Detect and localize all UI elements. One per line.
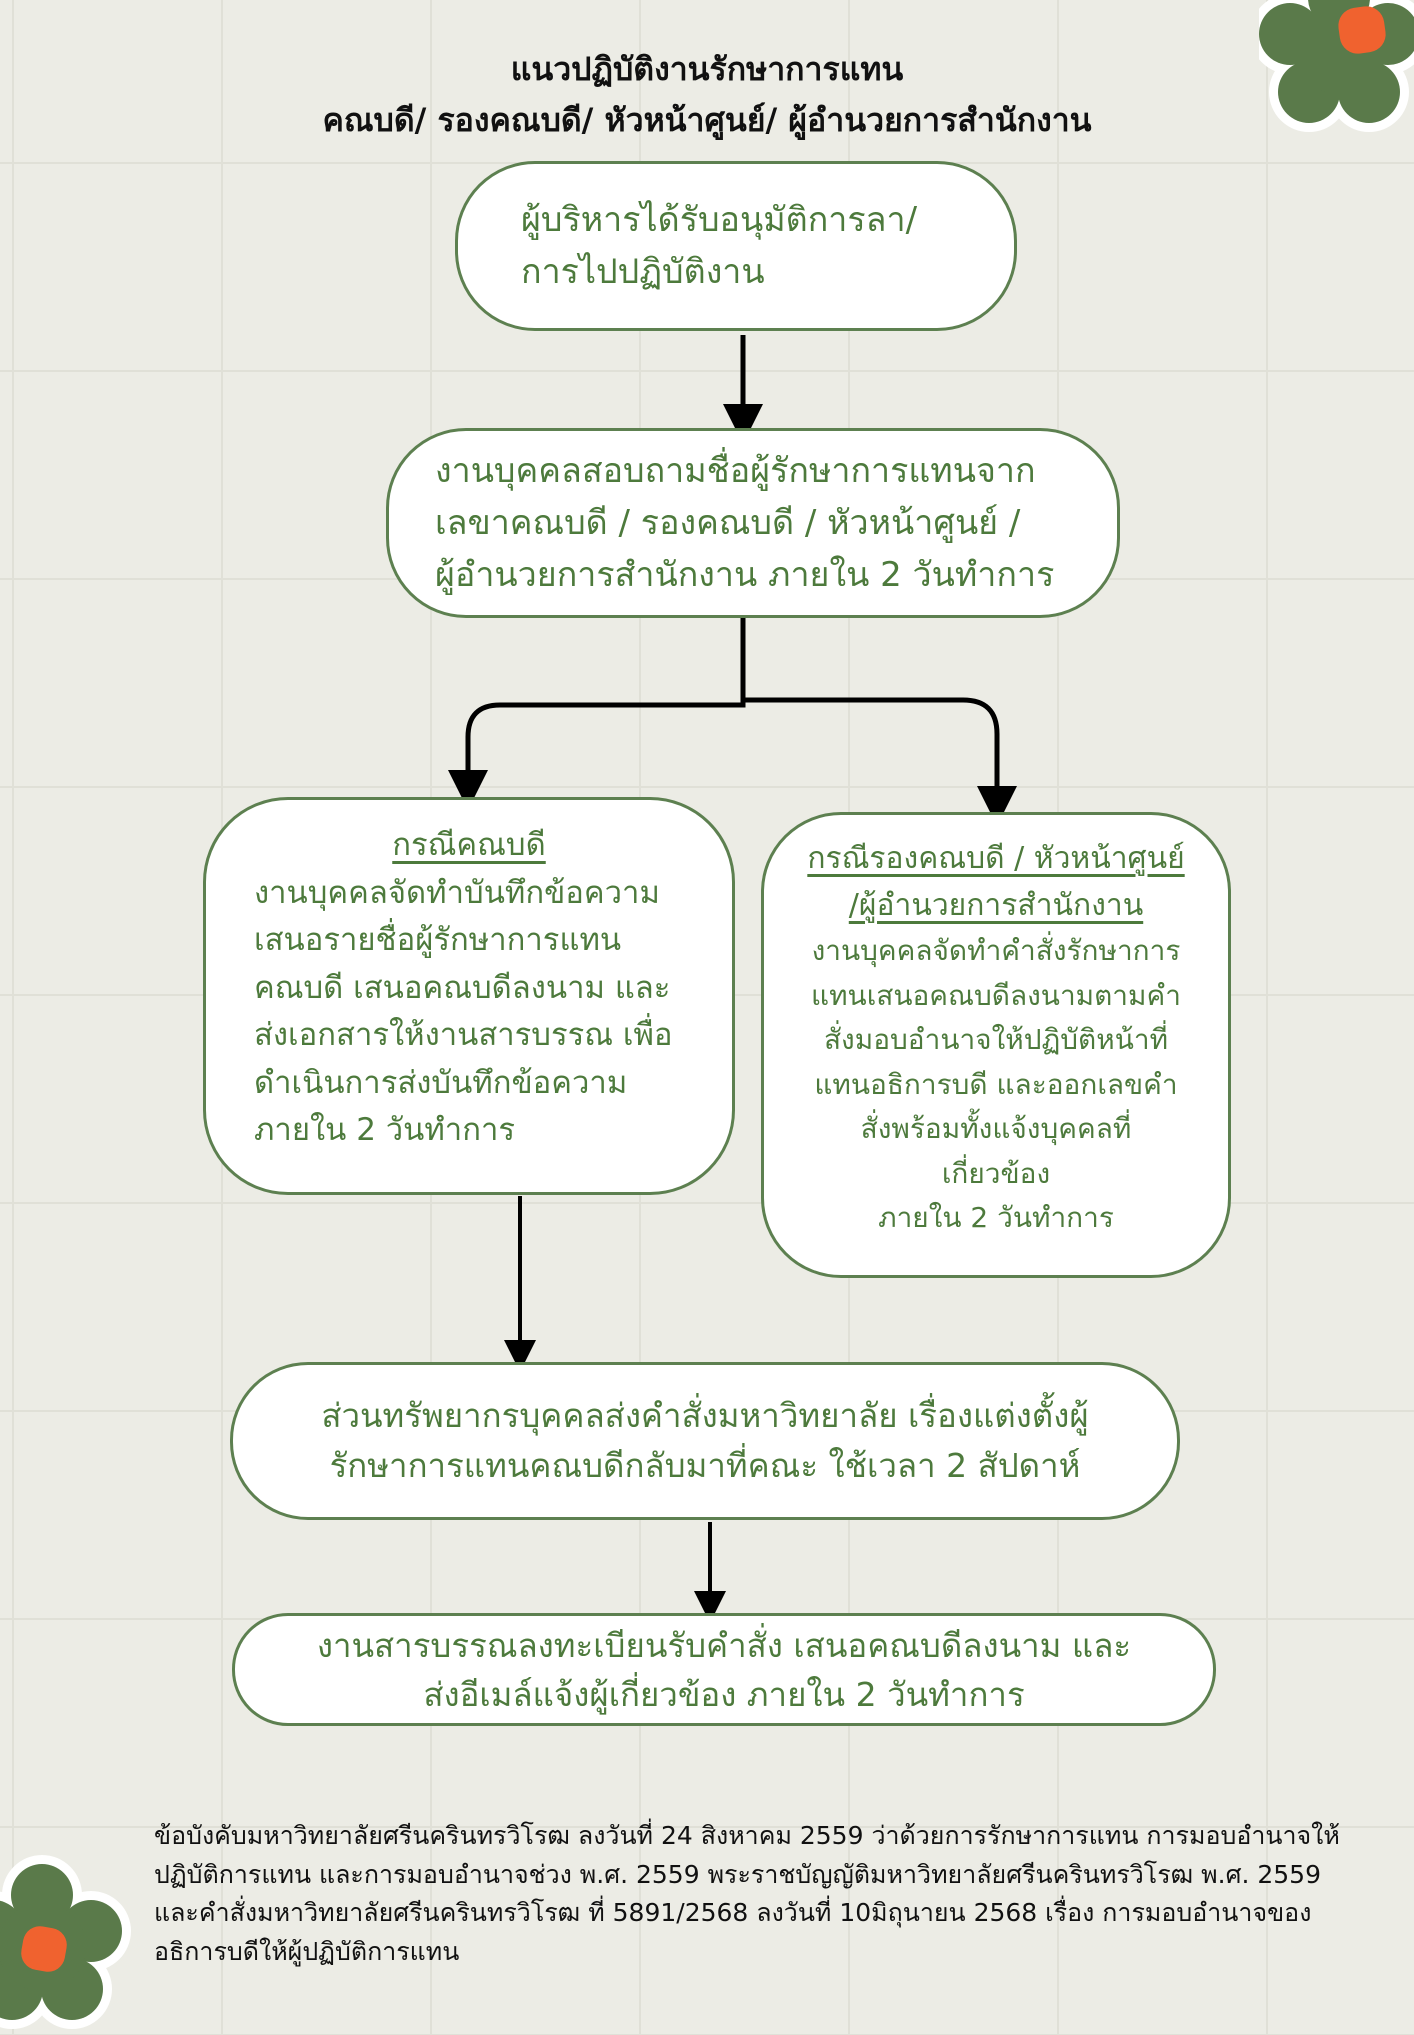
flower-icon: [1259, 0, 1414, 132]
footer-regulation-note: ข้อบังคับมหาวิทยาลัยศรีนครินทรวิโรฒ ลงวั…: [154, 1817, 1394, 1971]
step-text-line: ภายใน 2 วันทำการ: [878, 1201, 1114, 1234]
step-text-line: ส่วนทรัพยากรบุคคลส่งคำสั่งมหาวิทยาลัย เร…: [321, 1396, 1089, 1435]
step-text-line: งานบุคคลสอบถามชื่อผู้รักษาการแทนจาก: [435, 451, 1036, 491]
dean-case-heading: กรณีคณบดี: [392, 827, 546, 863]
step-text-line: เกี่ยวข้อง: [941, 1156, 1051, 1190]
step-text-line: งานบุคคลจัดทำคำสั่งรักษาการ: [811, 934, 1181, 967]
step-text-line: ผู้บริหารได้รับอนุมัติการลา/: [521, 200, 918, 240]
step-leave-approved: ผู้บริหารได้รับอนุมัติการลา/ การไปปฏิบัต…: [455, 161, 1017, 331]
step-register-and-notify: งานสารบรรณลงทะเบียนรับคำสั่ง เสนอคณบดีลง…: [232, 1613, 1216, 1726]
deputy-case-heading: กรณีรองคณบดี / หัวหน้าศูนย์: [807, 841, 1185, 876]
footer-line: ข้อบังคับมหาวิทยาลัยศรีนครินทรวิโรฒ ลงวั…: [154, 1821, 1340, 1850]
step-text-line: สั่งมอบอำนาจให้ปฏิบัติหน้าที่: [823, 1023, 1169, 1056]
step-text-line: เสนอรายชื่อผู้รักษาการแทน: [254, 922, 622, 958]
step-text-line: ภายใน 2 วันทำการ: [254, 1112, 516, 1148]
footer-line: อธิการบดีให้ผู้ปฏิบัติการแทน: [154, 1936, 460, 1966]
step-deputy-case: กรณีรองคณบดี / หัวหน้าศูนย์ /ผู้อำนวยการ…: [761, 812, 1231, 1278]
deputy-case-heading: /ผู้อำนวยการสำนักงาน: [848, 888, 1144, 923]
step-inquiry-acting-name: งานบุคคลสอบถามชื่อผู้รักษาการแทนจาก เลขา…: [386, 428, 1120, 618]
step-text-line: แทนอธิการบดี และออกเลขคำ: [814, 1067, 1178, 1101]
step-text-line: งานสารบรรณลงทะเบียนรับคำสั่ง เสนอคณบดีลง…: [316, 1625, 1132, 1665]
step-text-line: เลขาคณบดี / รองคณบดี / หัวหน้าศูนย์ /: [435, 503, 1021, 543]
arrow-inquiry-to-dean-case: [448, 618, 746, 810]
page-title: แนวปฏิบัติงานรักษาการแทน: [510, 50, 904, 88]
step-dean-case: กรณีคณบดี งานบุคคลจัดทำบันทึกข้อความ เสน…: [203, 797, 735, 1195]
step-text-line: ส่งเอกสารให้งานสารบรรณ เพื่อ: [254, 1017, 673, 1053]
step-text-line: ผู้อำนวยการสำนักงาน ภายใน 2 วันทำการ: [435, 555, 1055, 595]
step-text-line: คณบดี เสนอคณบดีลงนาม และ: [254, 969, 671, 1006]
flower-icon: [0, 1855, 131, 2029]
footer-line: ปฏิบัติการแทน และการมอบอำนาจช่วง พ.ศ. 25…: [154, 1859, 1321, 1889]
step-text-line: รักษาการแทนคณบดีกลับมาที่คณะ ใช้เวลา 2 ส…: [329, 1446, 1081, 1485]
step-text-line: แทนเสนอคณบดีลงนามตามคำ: [811, 978, 1181, 1012]
arrow-inquiry-to-deputy-case: [743, 697, 1017, 826]
step-text-line: ดำเนินการส่งบันทึกข้อความ: [254, 1064, 628, 1101]
step-text-line: งานบุคคลจัดทำบันทึกข้อความ: [254, 874, 660, 911]
step-text-line: สั่งพร้อมทั้งแจ้งบุคคลที่: [860, 1112, 1132, 1145]
step-hr-order-return: ส่วนทรัพยากรบุคคลส่งคำสั่งมหาวิทยาลัย เร…: [230, 1362, 1180, 1520]
footer-line: และคำสั่งมหาวิทยาลัยศรีนครินทรวิโรฒ ที่ …: [154, 1898, 1312, 1927]
page-subtitle: คณบดี/ รองคณบดี/ หัวหน้าศูนย์/ ผู้อำนวยก…: [322, 101, 1092, 139]
step-text-line: ส่งอีเมล์แจ้งผู้เกี่ยวข้อง ภายใน 2 วันทำ…: [423, 1674, 1025, 1714]
step-text-line: การไปปฏิบัติงาน: [521, 252, 765, 292]
